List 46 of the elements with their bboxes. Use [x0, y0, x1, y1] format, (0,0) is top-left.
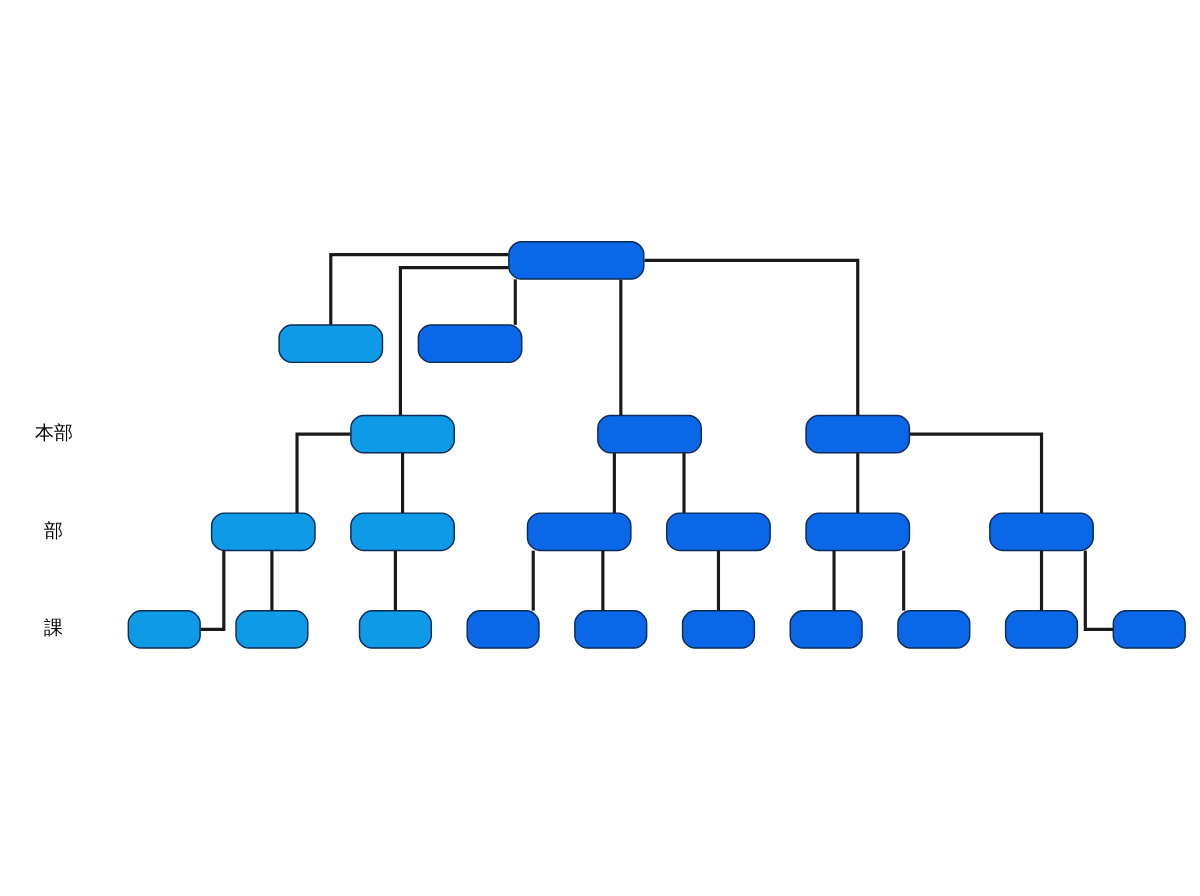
node-box — [210, 511, 316, 551]
node-box — [666, 511, 771, 551]
connector — [612, 452, 616, 513]
node-box — [789, 609, 863, 649]
connector — [200, 550, 226, 631]
connector — [513, 278, 517, 325]
node-box — [417, 323, 523, 363]
node-box — [358, 609, 432, 649]
node-box — [508, 240, 645, 280]
connector — [902, 550, 906, 611]
label: 部 — [44, 519, 64, 541]
connector — [295, 432, 351, 513]
label: 本部 — [34, 421, 73, 443]
connector — [531, 550, 535, 611]
node-box — [350, 511, 455, 551]
connector — [619, 279, 623, 415]
label: 課 — [44, 616, 64, 638]
connector — [909, 432, 1044, 513]
node-box — [278, 323, 384, 363]
node-box — [574, 609, 648, 649]
connector — [1039, 550, 1044, 611]
connector — [601, 550, 605, 611]
connector — [401, 452, 405, 513]
node-box — [597, 414, 702, 454]
node-box — [350, 414, 455, 454]
connector — [644, 258, 860, 415]
node-box — [681, 609, 756, 649]
connector — [398, 265, 509, 415]
connector — [270, 550, 274, 611]
connector — [832, 550, 836, 611]
node-box — [1112, 609, 1186, 649]
connector — [1083, 550, 1114, 631]
node-box — [235, 609, 309, 649]
node-box — [805, 414, 911, 454]
connector — [716, 550, 721, 611]
node-box — [1004, 609, 1079, 649]
connector — [393, 550, 397, 611]
node-box — [127, 609, 201, 649]
connector — [329, 252, 509, 325]
connector — [682, 452, 686, 513]
node-box — [897, 609, 971, 649]
node-box — [805, 511, 911, 551]
node-box — [989, 511, 1094, 551]
node-box — [526, 511, 632, 551]
connector — [856, 452, 860, 513]
node-box — [466, 609, 540, 649]
